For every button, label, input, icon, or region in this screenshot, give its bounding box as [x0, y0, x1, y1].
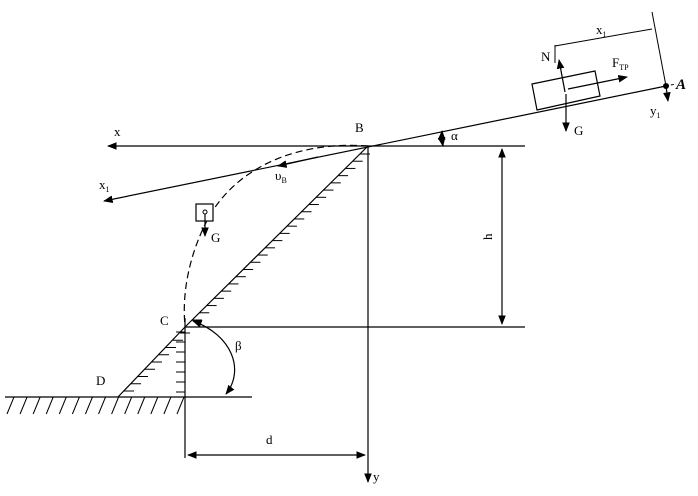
point-a-dot	[663, 83, 669, 89]
label-point-c: C	[160, 313, 169, 328]
velocity-arrow	[277, 156, 319, 168]
label-height: h	[480, 233, 495, 240]
local-axes	[554, 11, 677, 102]
label-point-a: A	[675, 77, 686, 93]
label-velocity: υB	[275, 168, 287, 185]
label-friction-force: FTP	[612, 55, 629, 72]
label-axis-x1-left: x1	[99, 177, 110, 194]
inclined-ramp-line	[103, 85, 667, 204]
label-angle-beta: β	[235, 338, 242, 353]
vertical-wall	[176, 318, 186, 458]
hatch-mark	[150, 396, 159, 415]
label-point-d: D	[96, 373, 105, 388]
hatch-mark	[137, 396, 146, 415]
ground-hatching	[6, 396, 185, 415]
label-distance: d	[266, 432, 273, 447]
label-gravity-flight: G	[211, 230, 220, 245]
hatch-mark	[111, 396, 120, 415]
label-point-b: B	[355, 120, 364, 135]
upper-slope-hatching	[192, 153, 370, 321]
label-axis-y: y	[373, 469, 380, 484]
ground	[5, 396, 252, 415]
lower-slope-hatching	[124, 332, 190, 392]
hatch-mark	[124, 396, 133, 415]
hatch-mark	[6, 396, 15, 415]
flying-body	[195, 203, 214, 237]
label-gravity-top: G	[574, 123, 583, 138]
lower-slope	[117, 326, 190, 398]
label-angle-alpha: α	[451, 128, 458, 143]
label-axis-x: x	[114, 124, 121, 139]
hatch-mark	[45, 396, 54, 415]
hatch-mark	[19, 396, 28, 415]
hatch-mark	[32, 396, 41, 415]
hatch-mark	[71, 396, 80, 415]
angle-alpha-arc	[437, 130, 446, 147]
label-axis-x1-top: x1	[596, 22, 607, 39]
angle-beta-arc	[192, 320, 236, 395]
hatch-mark	[176, 396, 185, 415]
upper-slope	[184, 145, 370, 328]
hatch-mark	[163, 396, 172, 415]
hatch-mark	[98, 396, 107, 415]
wall-hatching	[176, 331, 185, 393]
block-on-incline	[531, 59, 628, 132]
label-axis-y1: y1	[650, 103, 661, 120]
hatch-mark	[84, 396, 93, 415]
label-normal-force: N	[541, 49, 551, 64]
hatch-mark	[58, 396, 67, 415]
